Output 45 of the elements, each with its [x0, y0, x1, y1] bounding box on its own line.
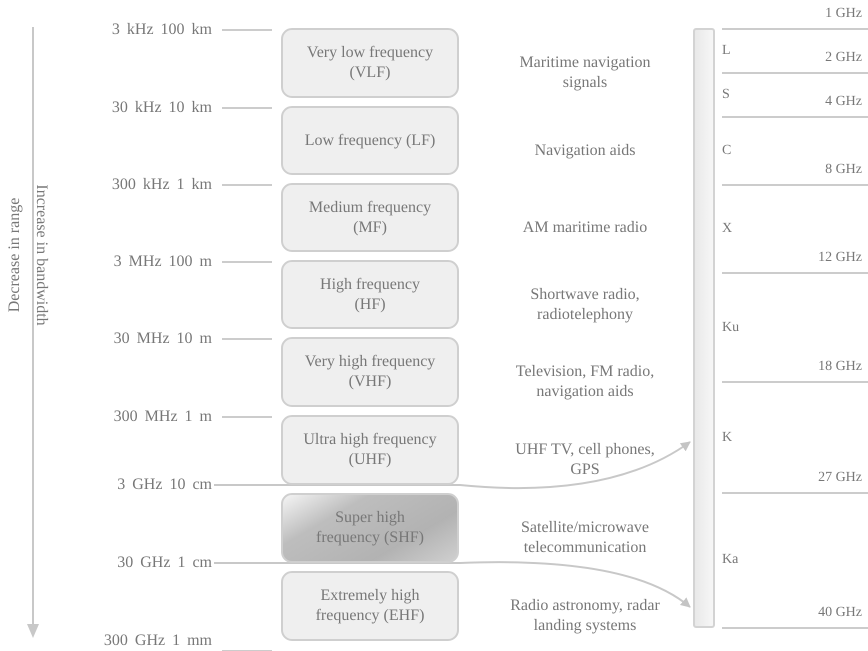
application-text: Radio astronomy, radar landing systems: [509, 596, 661, 636]
arrow: [214, 561, 691, 608]
band-box: Very low frequency (VLF): [281, 28, 459, 98]
band-box: Super high frequency (SHF): [281, 493, 459, 563]
arrow: [214, 441, 691, 489]
frequency-wavelength-label: 300 MHz 1 m: [114, 407, 212, 427]
band-box: Medium frequency (MF): [281, 183, 459, 252]
band-letter: X: [722, 221, 732, 237]
scale-bar: [693, 28, 715, 628]
application-text: UHF TV, cell phones, GPS: [514, 440, 656, 480]
frequency-wavelength-label: 30 MHz 10 m: [114, 329, 212, 349]
axis-label: Decrease in range: [5, 198, 24, 312]
band-letter: L: [722, 43, 731, 59]
application-text: Shortwave radio, radiotelephony: [529, 284, 641, 324]
frequency-wavelength-label: 3 GHz 10 cm: [70, 475, 212, 495]
frequency-label: 2 GHz: [825, 50, 862, 66]
band-box: Extremely high frequency (EHF): [281, 571, 459, 641]
application-text: AM maritime radio: [522, 218, 648, 238]
frequency-label: 27 GHz: [818, 470, 862, 486]
band-box: Very high frequency (VHF): [281, 337, 459, 407]
band-box: High frequency (HF): [281, 260, 459, 329]
frequency-wavelength-label: 3 kHz 100 km: [112, 20, 212, 40]
axis-label: Increase in bandwidth: [32, 184, 51, 326]
band-letter: K: [722, 430, 732, 446]
application-text: Television, FM radio, navigation aids: [514, 362, 656, 402]
frequency-label: 4 GHz: [825, 94, 862, 110]
band-letter: Ku: [722, 320, 740, 336]
application-text: Satellite/microwave telecommunication: [520, 518, 650, 558]
band-letter: Ka: [722, 552, 738, 568]
band-box: Ultra high frequency (UHF): [281, 415, 459, 485]
band-letter: S: [722, 87, 730, 103]
frequency-label: 12 GHz: [818, 250, 862, 266]
band-letter: C: [722, 143, 732, 159]
frequency-wavelength-label: 300 kHz 1 km: [112, 175, 212, 195]
frequency-wavelength-label: 3 MHz 100 m: [114, 252, 212, 272]
frequency-wavelength-label: 300 GHz 1 mm: [104, 631, 212, 651]
band-box: Low frequency (LF): [281, 106, 459, 175]
frequency-label: 40 GHz: [818, 605, 862, 621]
frequency-label: 18 GHz: [818, 359, 862, 375]
application-text: Navigation aids: [534, 140, 636, 160]
application-text: Maritime navigation signals: [518, 53, 652, 93]
frequency-label: 8 GHz: [825, 162, 862, 178]
frequency-wavelength-label: 30 GHz 1 cm: [70, 553, 212, 573]
frequency-label: 1 GHz: [825, 6, 862, 22]
frequency-wavelength-label: 30 kHz 10 km: [112, 98, 212, 118]
